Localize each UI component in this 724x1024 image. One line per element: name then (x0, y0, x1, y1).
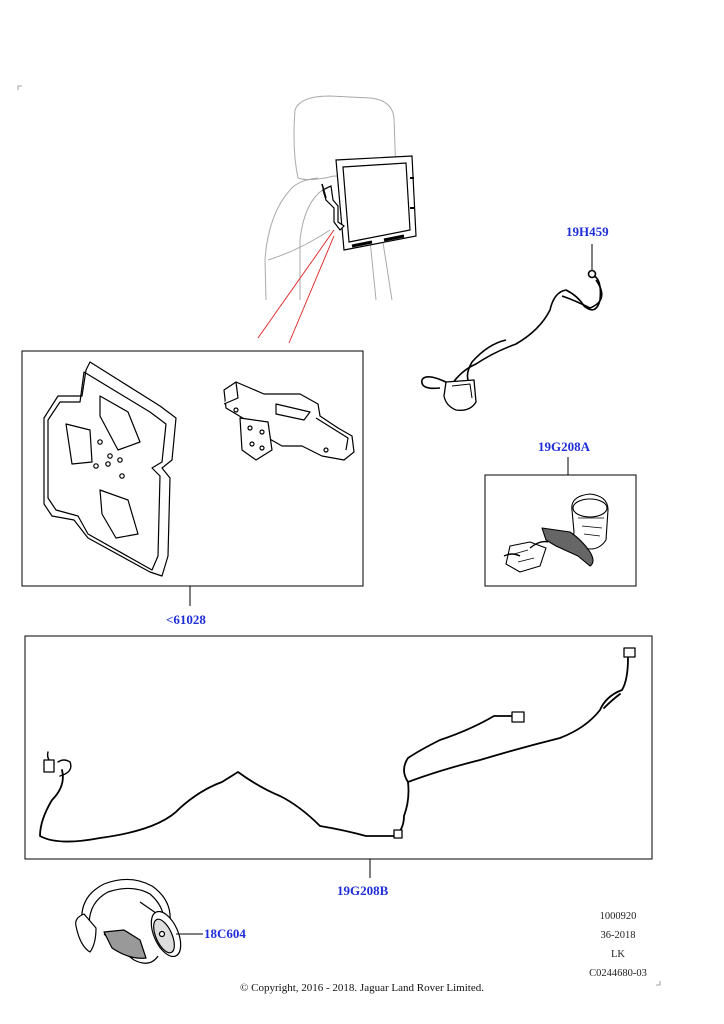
meta-line-4: C0244680-03 (589, 968, 647, 979)
corner-mark-top-left (17, 85, 22, 90)
illustration-metadata: 1000920 36-2018 LK C0244680-03 (574, 907, 662, 983)
tablet-illustration (321, 155, 417, 251)
headphones-illustration (75, 878, 182, 964)
adapter-kit-box (484, 474, 637, 587)
tablet-holder-plate (43, 361, 177, 577)
callout-19h459[interactable]: 19H459 (566, 224, 609, 239)
callout-19g208b[interactable]: 19G208B (337, 883, 389, 898)
meta-line-3: LK (611, 949, 625, 960)
harness-illustration (39, 647, 636, 843)
copyright-notice: © Copyright, 2016 - 2018. Jaguar Land Ro… (240, 982, 484, 994)
adapter-kit-illustration (503, 493, 609, 573)
meta-line-1: 1000920 (599, 911, 637, 922)
leader-line-left (257, 229, 335, 339)
headrest-mount-bracket (223, 381, 355, 461)
callout-18c604[interactable]: 18C604 (204, 926, 246, 941)
corner-mark-bottom-right (656, 981, 661, 986)
leader-line-right (288, 235, 335, 344)
callout-19g208a[interactable]: 19G208A (538, 439, 590, 454)
harness-box (24, 635, 653, 860)
callout-61028[interactable]: <61028 (166, 612, 206, 627)
meta-line-2: 36-2018 (600, 930, 636, 941)
tablet-holder-box (21, 350, 364, 587)
connector-cable-illustration (421, 244, 603, 411)
